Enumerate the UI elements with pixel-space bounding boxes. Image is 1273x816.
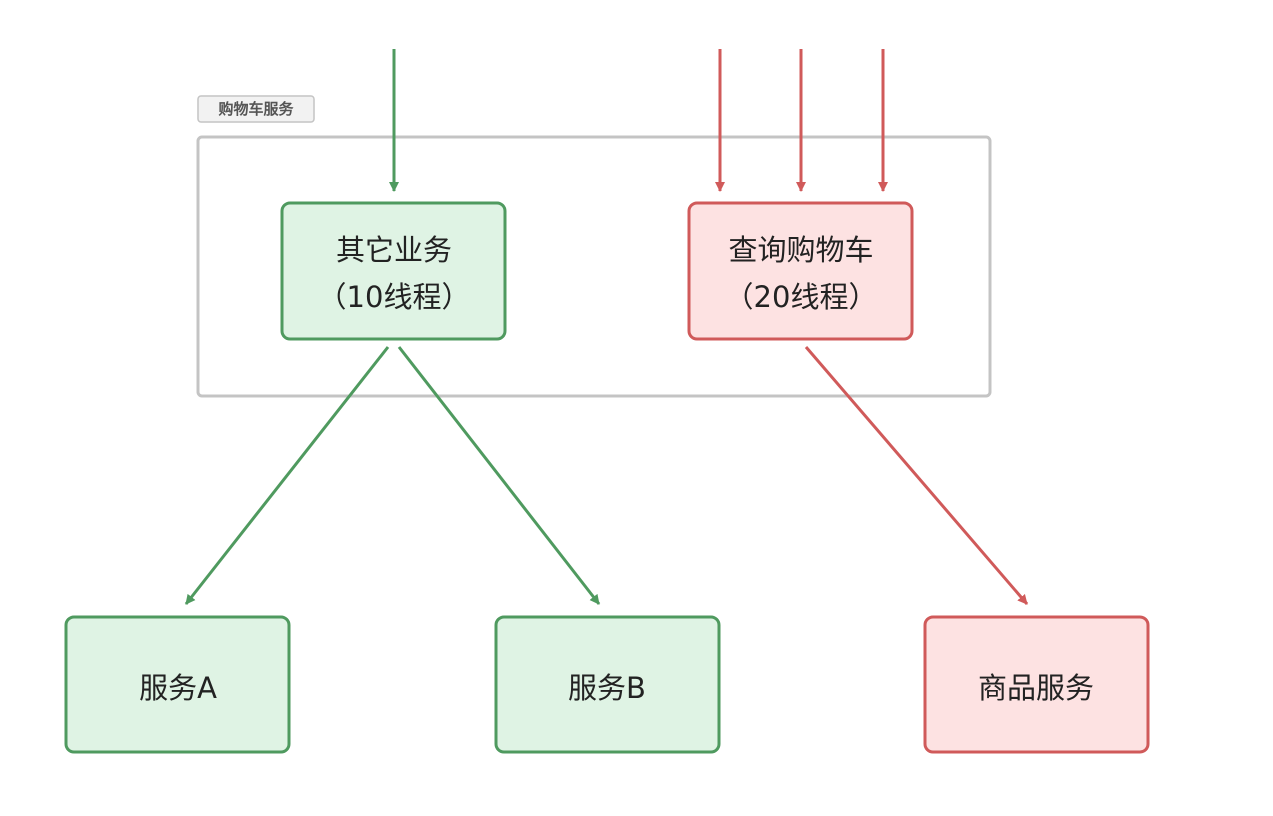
- node-query-cart-line2: （20线程）: [725, 280, 878, 314]
- node-service-b: 服务B: [494, 615, 721, 754]
- node-other-business: 其它业务 （10线程）: [280, 201, 507, 341]
- node-service-b-label: 服务B: [568, 671, 646, 705]
- group-label: 购物车服务: [218, 100, 294, 118]
- group-container: [196, 135, 992, 398]
- node-other-business-line1: 其它业务: [336, 233, 452, 267]
- group-label-tag: [197, 95, 315, 123]
- node-product-service: 商品服务: [923, 615, 1150, 754]
- arrow-other-business-to-service-b: [397, 346, 601, 605]
- node-service-a-label: 服务A: [139, 671, 217, 705]
- arrow-other-business-to-service-a: [184, 346, 390, 605]
- node-service-a: 服务A: [64, 615, 291, 754]
- node-product-service-label: 商品服务: [978, 671, 1094, 705]
- arrow-query-cart-to-product-service: [804, 346, 1029, 605]
- node-query-cart: 查询购物车 （20线程）: [687, 201, 914, 341]
- node-query-cart-line1: 查询购物车: [728, 233, 873, 267]
- node-other-business-line2: （10线程）: [318, 280, 471, 314]
